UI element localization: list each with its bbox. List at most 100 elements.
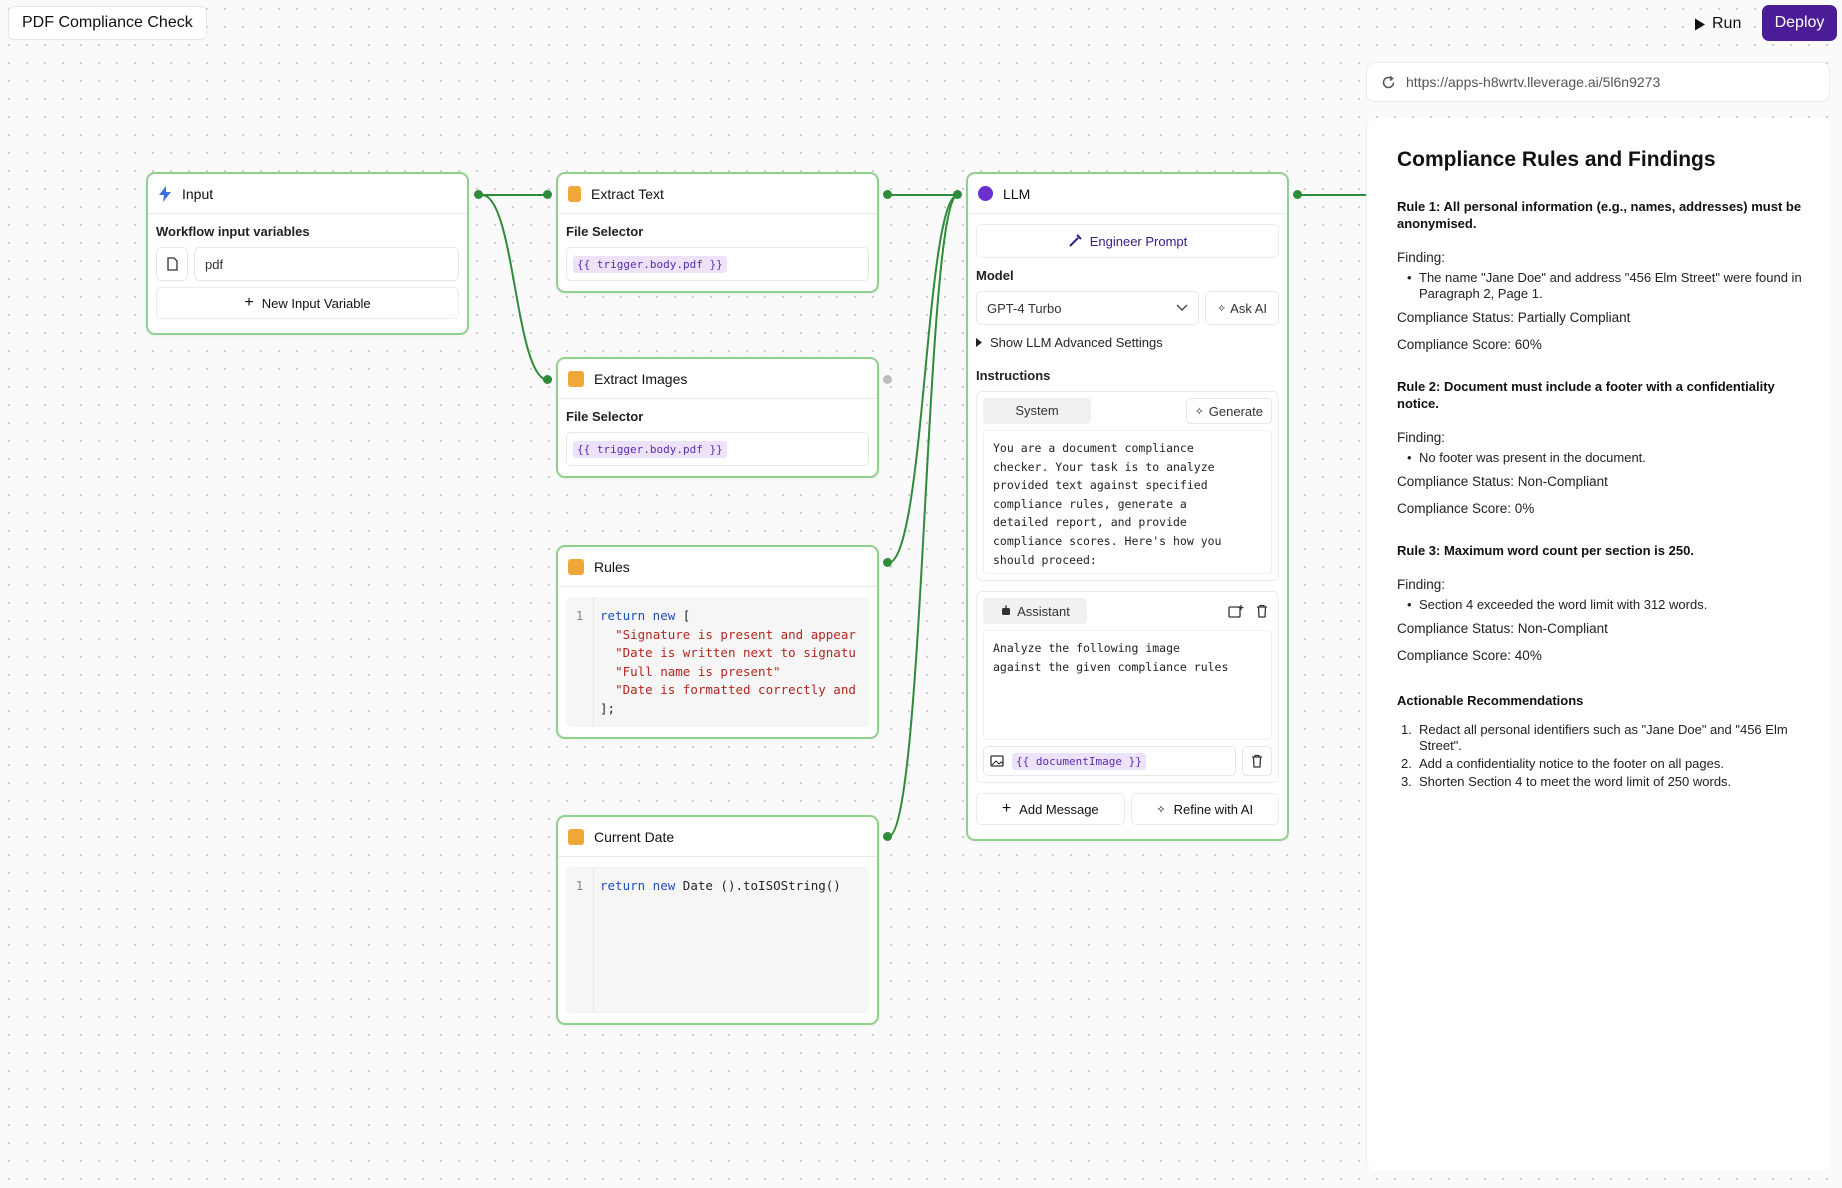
port-extract-images-out[interactable] — [883, 375, 892, 384]
finding-label: Finding: — [1397, 430, 1446, 445]
item-number: 2. — [1401, 756, 1412, 771]
node-title: Current Date — [594, 828, 675, 845]
code-string: "Date is formatted correctly and — [615, 682, 856, 697]
delete-image-button[interactable] — [1242, 746, 1272, 776]
file-selector-field[interactable]: {{ trigger.body.pdf }} — [566, 247, 869, 281]
code-content: return new Date ().toISOString() — [594, 867, 841, 1013]
code-close: ]; — [600, 700, 616, 716]
compliance-score: Compliance Score: 60% — [1397, 337, 1542, 352]
rule-section: Rule 3: Maximum word count per section i… — [1397, 542, 1806, 664]
workflow-title[interactable]: PDF Compliance Check — [8, 6, 207, 40]
engineer-prompt-button[interactable]: Engineer Prompt — [976, 224, 1279, 258]
node-current-date[interactable]: Current Date 1 return new Date ().toISOS… — [556, 815, 879, 1025]
variable-name: pdf — [205, 256, 224, 272]
code-editor[interactable]: 1 return new Date ().toISOString() — [566, 867, 869, 1013]
ask-ai-label: Ask AI — [1230, 300, 1268, 316]
recommendation-text: Shorten Section 4 to meet the word limit… — [1419, 774, 1732, 789]
image-variable-field[interactable]: {{ documentImage }} — [983, 746, 1236, 776]
code-rest: Date ().toISOString() — [675, 878, 841, 893]
assistant-role-tab[interactable]: Assistant — [983, 598, 1087, 624]
add-image-icon[interactable] — [1228, 604, 1244, 618]
code-string: "Full name is present" — [615, 663, 781, 679]
new-input-variable-label: New Input Variable — [261, 295, 371, 311]
generate-label: Generate — [1208, 403, 1263, 419]
run-button[interactable]: Run — [1686, 8, 1749, 40]
preview-url-bar[interactable]: https://apps-h8wrtv.lleverage.ai/5l6n927… — [1366, 62, 1830, 102]
node-title: Extract Text — [591, 185, 664, 202]
engineer-prompt-label: Engineer Prompt — [1089, 233, 1188, 249]
trash-icon — [1252, 754, 1262, 768]
port-llm-out[interactable] — [1293, 190, 1302, 199]
code-icon — [568, 828, 584, 845]
compliance-status: Compliance Status: Partially Compliant — [1397, 310, 1631, 325]
chevron-down-icon — [1176, 304, 1188, 311]
finding-text: The name "Jane Doe" and address "456 Elm… — [1397, 270, 1806, 302]
wire-input-extract-images — [481, 194, 549, 381]
deploy-button[interactable]: Deploy — [1762, 5, 1837, 41]
system-role-tab[interactable]: System — [983, 398, 1091, 424]
system-message-card: System ✧ Generate You are a document com… — [976, 391, 1279, 581]
recommendation-item: 1.Redact all personal identifiers such a… — [1397, 722, 1806, 754]
run-label: Run — [1712, 15, 1742, 32]
compliance-score: Compliance Score: 0% — [1397, 501, 1535, 516]
recommendation-text: Add a confidentiality notice to the foot… — [1419, 756, 1724, 771]
lightning-icon — [159, 185, 171, 202]
code-editor[interactable]: 1 return new [ "Signature is present and… — [566, 597, 869, 727]
assistant-message-text[interactable]: Analyze the following image against the … — [983, 630, 1272, 740]
node-title: LLM — [1003, 185, 1031, 202]
port-extract-text-out[interactable] — [883, 190, 892, 199]
node-rules[interactable]: Rules 1 return new [ "Signature is prese… — [556, 545, 879, 739]
trash-icon[interactable] — [1256, 604, 1268, 618]
template-variable: {{ trigger.body.pdf }} — [573, 255, 727, 273]
model-select[interactable]: GPT-4 Turbo — [976, 291, 1199, 325]
code-keyword: return new — [600, 608, 676, 623]
node-extract-images[interactable]: Extract Images File Selector {{ trigger.… — [556, 357, 879, 478]
finding-text: Section 4 exceeded the word limit with 3… — [1397, 597, 1806, 613]
compliance-status: Compliance Status: Non-Compliant — [1397, 621, 1608, 636]
generate-button[interactable]: ✧ Generate — [1185, 398, 1272, 424]
variable-name-field[interactable]: pdf — [194, 247, 459, 281]
brain-icon — [978, 186, 993, 201]
finding-label: Finding: — [1397, 577, 1446, 592]
line-number: 1 — [566, 597, 594, 727]
port-extract-images-in[interactable] — [543, 375, 552, 384]
add-message-button[interactable]: + Add Message — [976, 793, 1125, 825]
item-number: 3. — [1401, 774, 1412, 789]
template-variable: {{ trigger.body.pdf }} — [573, 440, 727, 458]
variable-type-button[interactable] — [156, 247, 188, 281]
port-rules-out[interactable] — [883, 558, 892, 567]
node-input[interactable]: Input Workflow input variables pdf + New… — [146, 172, 469, 335]
port-current-date-out[interactable] — [883, 832, 892, 841]
new-input-variable-button[interactable]: + New Input Variable — [156, 287, 459, 319]
advanced-settings-toggle[interactable]: Show LLM Advanced Settings — [976, 335, 1279, 350]
refresh-icon[interactable] — [1381, 75, 1396, 90]
sparkle-icon: ✧ — [1156, 803, 1166, 816]
port-llm-in[interactable] — [953, 190, 962, 199]
code-open: [ — [675, 608, 691, 623]
recommendation-item: 3. Shorten Section 4 to meet the word lim… — [1397, 774, 1806, 790]
robot-icon — [1002, 605, 1011, 615]
node-title: Extract Images — [594, 370, 688, 387]
plus-icon: + — [244, 294, 254, 311]
refine-with-ai-button[interactable]: ✧ Refine with AI — [1130, 793, 1279, 825]
model-value: GPT-4 Turbo — [987, 300, 1062, 316]
ask-ai-button[interactable]: ✧ Ask AI — [1205, 291, 1279, 325]
port-input-out[interactable] — [474, 190, 483, 199]
rule-section: Rule 1: All personal information (e.g., … — [1397, 198, 1806, 353]
model-label: Model — [976, 268, 1014, 283]
play-icon — [1695, 18, 1705, 30]
system-message-text[interactable]: You are a document compliance checker. Y… — [983, 430, 1272, 574]
assistant-label: Assistant — [1017, 603, 1070, 619]
item-number: 1. — [1401, 722, 1412, 737]
wire-rules-llm — [887, 194, 959, 564]
assistant-message-card: Assistant Analyze the following image ag… — [976, 591, 1279, 783]
node-llm[interactable]: LLM Engineer Prompt Model GPT-4 Turbo ✧ … — [966, 172, 1289, 841]
file-selector-field[interactable]: {{ trigger.body.pdf }} — [566, 432, 869, 466]
sparkle-icon: ✧ — [1216, 302, 1227, 315]
code-keyword: return new — [600, 878, 676, 893]
port-extract-text-in[interactable] — [543, 190, 552, 199]
node-title: Rules — [594, 558, 630, 575]
finding-label: Finding: — [1397, 250, 1446, 265]
node-extract-text[interactable]: Extract Text File Selector {{ trigger.bo… — [556, 172, 879, 293]
preview-url: https://apps-h8wrtv.lleverage.ai/5l6n927… — [1406, 74, 1661, 90]
